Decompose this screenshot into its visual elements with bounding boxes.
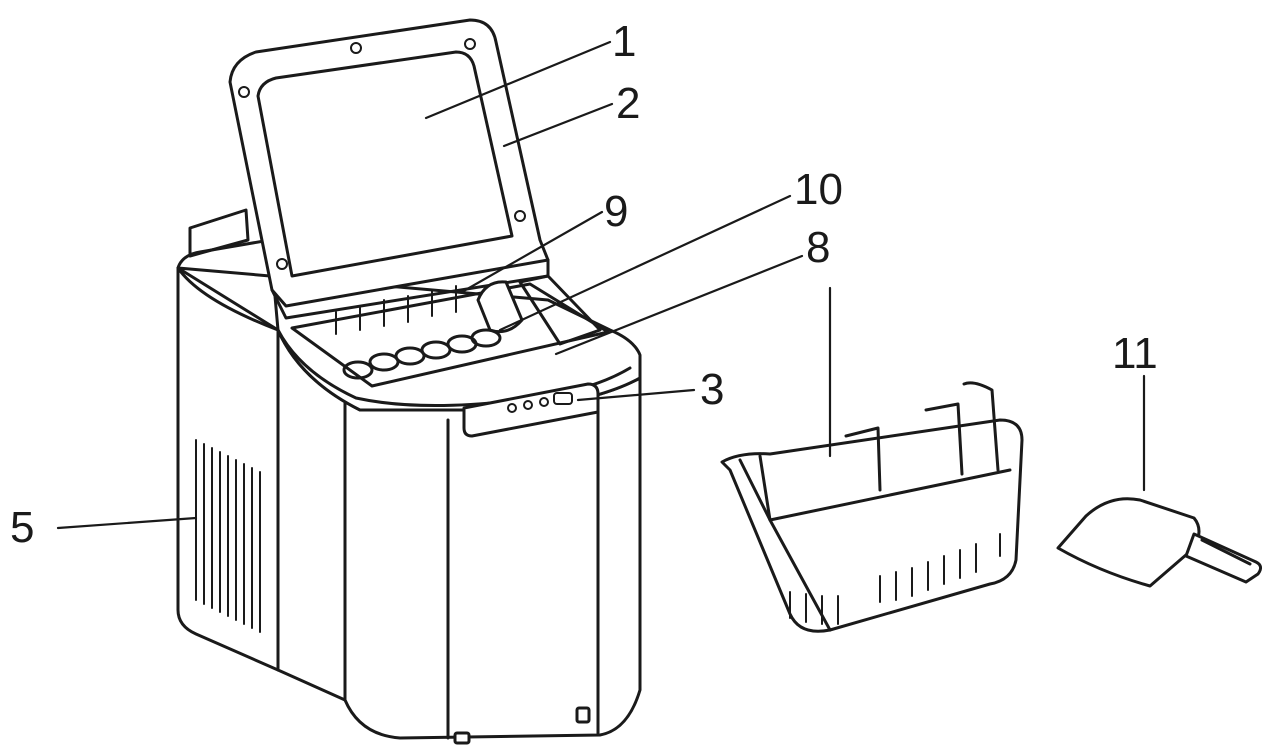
callout-1: 1 (612, 17, 636, 66)
callout-9: 9 (604, 187, 628, 236)
ice-maker-body (176, 208, 642, 745)
side-vents (195, 439, 261, 633)
callout-10: 10 (794, 165, 843, 214)
callout-2: 2 (616, 79, 640, 128)
callout-3: 3 (700, 365, 724, 414)
callout-labels: 1 2 3 5 8 9 10 11 (10, 17, 1158, 552)
leader-lines (56, 40, 1146, 530)
ice-scoop (1056, 497, 1263, 588)
button-indicator-icon (539, 397, 549, 407)
ice-basket (720, 381, 1024, 633)
callout-8: 8 (806, 223, 830, 272)
button-indicator-icon (523, 400, 533, 410)
callout-5: 5 (10, 503, 34, 552)
button-indicator-icon (507, 403, 517, 413)
lid (228, 18, 550, 320)
control-panel (462, 382, 600, 438)
callout-11: 11 (1112, 329, 1158, 378)
power-button-icon (553, 392, 573, 405)
